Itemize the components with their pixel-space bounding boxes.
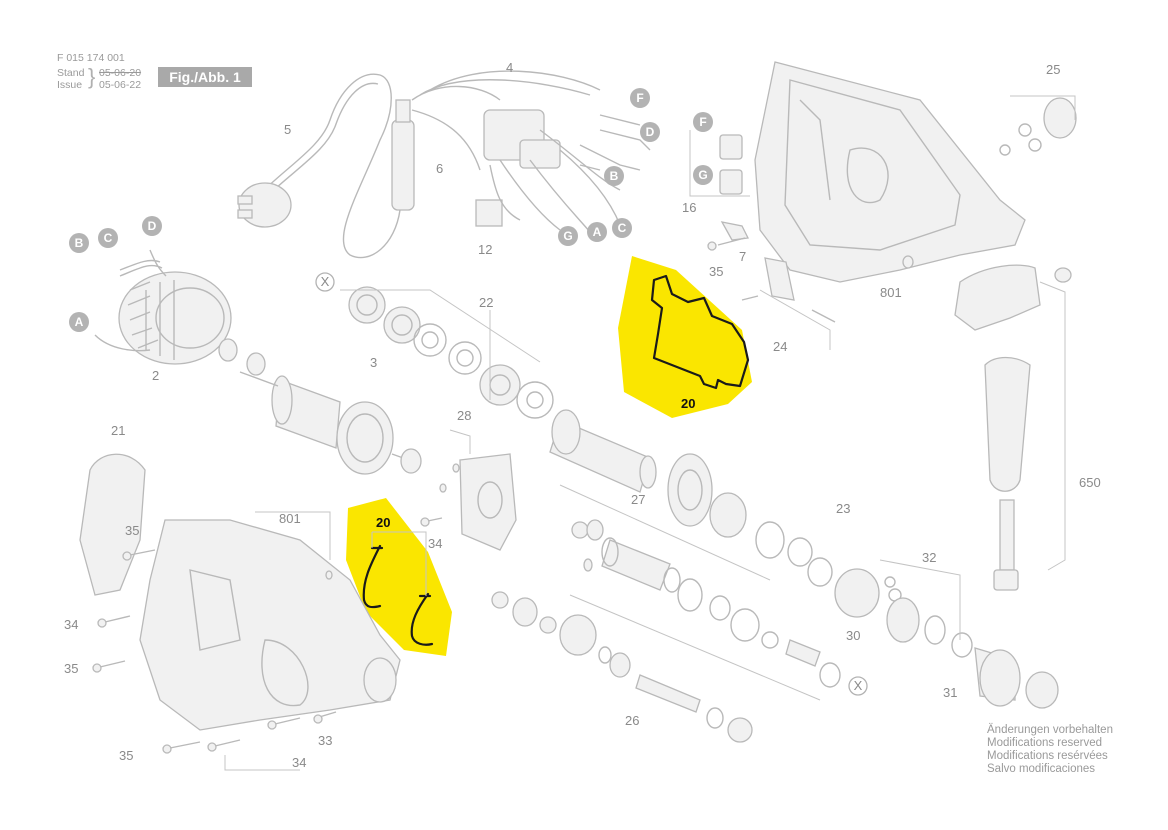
svg-text:B: B (610, 169, 619, 183)
marker-A-mid: A (587, 222, 607, 242)
spring-20-left-a (362, 544, 384, 609)
callout-4: 4 (506, 60, 513, 75)
svg-text:G: G (698, 168, 707, 182)
callout-801-left: 801 (279, 511, 301, 526)
callout-6: 6 (436, 161, 443, 176)
housing-right (754, 61, 1026, 283)
callout-35-left-b: 35 (64, 661, 78, 676)
marker-B-top: B (604, 166, 624, 186)
marker-B-coil: B (69, 233, 89, 253)
field-coil (94, 249, 232, 365)
auxiliary-handle (954, 264, 1072, 591)
callout-32: 32 (922, 550, 936, 565)
modifications-note: Änderungen vorbehalten Modifications res… (987, 724, 1113, 776)
power-cord (237, 73, 415, 259)
tool-holder (879, 559, 1059, 709)
svg-text:B: B (75, 236, 84, 250)
brush-holders (689, 130, 836, 350)
callout-34-bottom: 34 (292, 755, 306, 770)
svg-text:G: G (563, 229, 572, 243)
callout-26: 26 (625, 713, 639, 728)
callout-21: 21 (111, 423, 125, 438)
spring-20-right (650, 274, 750, 390)
note-line-es: Salvo modificaciones (987, 763, 1096, 775)
callout-12: 12 (478, 242, 492, 257)
marker-C-coil: C (98, 228, 118, 248)
spring-20-left-b (410, 592, 434, 646)
callout-35-bottom: 35 (119, 748, 133, 763)
svg-text:C: C (104, 231, 113, 245)
issue-date: 05-06-22 (99, 79, 142, 91)
note-line-en: Modifications reserved (987, 737, 1103, 749)
date-brace: } (88, 64, 96, 89)
stand-label: Stand (57, 67, 85, 79)
stand-date: 05-06-20 (99, 67, 142, 79)
marker-G-brush: G (693, 165, 713, 185)
gearbox-plate (439, 429, 517, 551)
screws (92, 237, 759, 754)
marker-C-mid: C (612, 218, 632, 238)
callout-24: 24 (773, 339, 787, 354)
callout-5: 5 (284, 122, 291, 137)
callout-35-left-a: 35 (125, 523, 139, 538)
callout-31: 31 (943, 685, 957, 700)
svg-text:D: D (646, 125, 655, 139)
callout-23: 23 (836, 501, 850, 516)
drive-shaft (549, 409, 896, 618)
callout-28: 28 (457, 408, 471, 423)
marker-D-coil: D (142, 216, 162, 236)
marker-X-top: X (315, 272, 335, 292)
marker-A-coil: A (69, 312, 89, 332)
callout-2: 2 (152, 368, 159, 383)
issue-label: Issue (57, 79, 83, 91)
marker-F-top: F (630, 88, 650, 108)
callout-34-left: 34 (64, 617, 78, 632)
armature (218, 338, 422, 475)
svg-text:A: A (75, 315, 84, 329)
callout-3: 3 (370, 355, 377, 370)
callout-25: 25 (1046, 62, 1060, 77)
callout-801-right: 801 (880, 285, 902, 300)
svg-text:A: A (593, 225, 602, 239)
highlight-spring-right (618, 256, 752, 418)
hammer-mechanism (491, 484, 841, 743)
switch-assembly (411, 70, 651, 233)
svg-text:X: X (321, 274, 330, 289)
callout-16: 16 (682, 200, 696, 215)
callout-20-left: 20 (376, 515, 390, 530)
note-line-de: Änderungen vorbehalten (987, 724, 1113, 736)
marker-F-brush: F (693, 112, 713, 132)
callout-20-right: 20 (681, 396, 695, 411)
marker-G-mid: G (558, 226, 578, 246)
marker-X-bottom: X (848, 676, 868, 696)
callout-27: 27 (631, 492, 645, 507)
svg-text:F: F (699, 115, 706, 129)
lock-button-25 (999, 95, 1077, 156)
svg-text:F: F (636, 91, 643, 105)
note-line-fr: Modifications resérvées (987, 750, 1108, 762)
callout-30: 30 (846, 628, 860, 643)
svg-text:X: X (854, 678, 863, 693)
part-number: F 015 174 001 (57, 52, 125, 64)
callout-7: 7 (739, 249, 746, 264)
marker-D-top: D (640, 122, 660, 142)
svg-text:C: C (618, 221, 627, 235)
housing-left (79, 453, 401, 771)
svg-text:D: D (148, 219, 157, 233)
callout-34-mid: 34 (428, 536, 442, 551)
callout-35-top: 35 (709, 264, 723, 279)
bearing-set (340, 286, 554, 419)
callout-33: 33 (318, 733, 332, 748)
figure-label: Fig./Abb. 1 (158, 67, 252, 87)
callout-650: 650 (1079, 475, 1101, 490)
callout-22: 22 (479, 295, 493, 310)
